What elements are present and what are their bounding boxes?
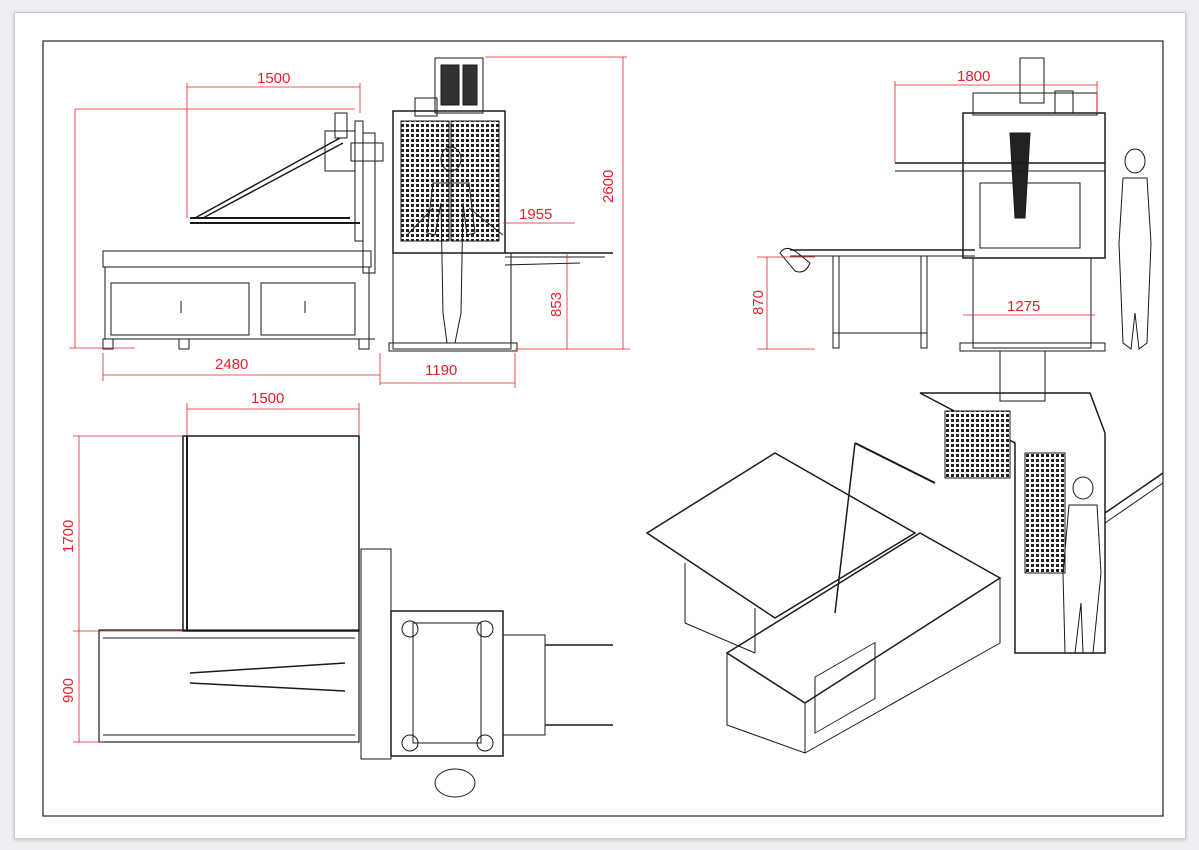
top-bed bbox=[98, 629, 360, 743]
operator-front bbox=[1118, 148, 1152, 350]
side-cabinet-top bbox=[102, 250, 372, 268]
iso-bed bbox=[725, 532, 1002, 704]
top-view-dimensions bbox=[73, 403, 360, 743]
operator-iso bbox=[1062, 476, 1102, 654]
dim-side-frame-width: 1500 bbox=[257, 70, 290, 87]
iso-upper-table bbox=[645, 452, 917, 619]
top-view bbox=[98, 435, 613, 798]
drawing-sheet: 1500 2480 1190 1955 2600 853 bbox=[14, 12, 1186, 839]
side-view-dimensions bbox=[69, 56, 630, 388]
top-cabin bbox=[390, 610, 504, 757]
dim-top-frame-width: 1500 bbox=[251, 390, 284, 407]
front-main-cabin bbox=[962, 112, 1106, 259]
isometric-view bbox=[645, 350, 1164, 754]
dim-side-outfeed-length: 1955 bbox=[519, 206, 552, 223]
dim-side-total-length: 2480 bbox=[215, 356, 248, 373]
dim-top-bed-depth: 900 bbox=[60, 678, 77, 703]
front-view-dimensions bbox=[757, 81, 1098, 350]
front-view bbox=[779, 57, 1152, 352]
side-cabinet-door-left bbox=[110, 282, 250, 336]
dim-top-frame-depth: 1700 bbox=[60, 520, 77, 553]
dim-side-total-height: 2600 bbox=[600, 170, 617, 203]
dim-side-cabin-depth: 1190 bbox=[425, 362, 457, 379]
side-view bbox=[102, 57, 613, 352]
dim-front-width: 1800 bbox=[957, 68, 990, 85]
side-cabinet-door-right bbox=[260, 282, 356, 336]
border-frame bbox=[42, 40, 1164, 817]
top-upper-frame bbox=[182, 435, 360, 632]
technical-drawing: 1500 2480 1190 1955 2600 853 bbox=[42, 40, 1164, 817]
dim-front-table-height: 870 bbox=[750, 290, 767, 315]
dim-front-cabin-width: 1275 bbox=[1007, 298, 1040, 315]
iso-cabin bbox=[919, 392, 1106, 654]
dim-side-table-height: 853 bbox=[548, 292, 565, 317]
operator-side bbox=[406, 146, 504, 344]
side-cabinet-body bbox=[104, 266, 370, 340]
